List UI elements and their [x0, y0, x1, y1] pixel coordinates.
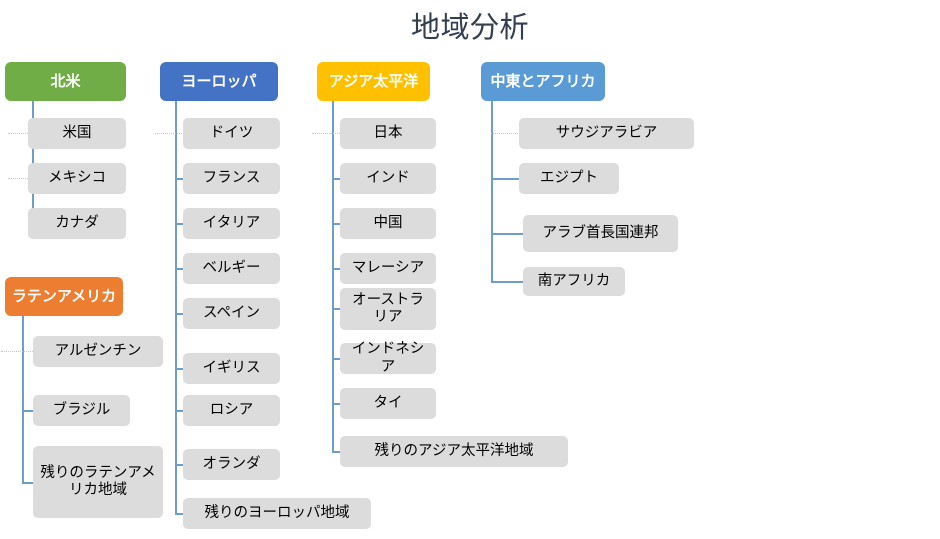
connector-elbow-la-3 — [22, 482, 33, 484]
connector-elbow-na-2b — [8, 178, 30, 179]
group-header-asia-pacific[interactable]: アジア太平洋 — [317, 62, 430, 101]
connector-elbow-la-1 — [1, 351, 33, 352]
connector-elbow-mea-2 — [491, 178, 521, 180]
connector-elbow-la-2 — [22, 410, 36, 412]
connector-elbow-mea-1 — [491, 133, 524, 134]
connector-spine-middle-east-africa — [491, 101, 493, 281]
connector-elbow-ap-8 — [332, 451, 346, 453]
node-asia-pacific-7[interactable]: 残りのアジア太平洋地域 — [340, 436, 568, 467]
connector-elbow-mea-4 — [491, 281, 524, 283]
node-latin-america-0[interactable]: アルゼンチン — [33, 336, 163, 367]
connector-elbow-eu-1 — [155, 133, 188, 134]
connector-elbow-ap-3 — [332, 223, 346, 225]
node-europe-4[interactable]: スペイン — [183, 298, 280, 329]
connector-elbow-ap-1 — [312, 133, 344, 134]
node-europe-3[interactable]: ベルギー — [183, 253, 280, 284]
node-asia-pacific-6[interactable]: タイ — [340, 388, 436, 419]
group-header-north-america[interactable]: 北米 — [5, 62, 126, 101]
connector-spine-latin-america — [22, 316, 24, 483]
group-header-europe[interactable]: ヨーロッパ — [160, 62, 278, 101]
node-middle-east-africa-0[interactable]: サウジアラビア — [519, 118, 694, 149]
node-asia-pacific-2[interactable]: 中国 — [340, 208, 436, 239]
node-asia-pacific-5[interactable]: インドネシア — [340, 341, 436, 375]
connector-elbow-eu-4 — [175, 268, 190, 270]
connector-elbow-na-1 — [8, 133, 30, 134]
node-asia-pacific-4[interactable]: オーストラリア — [340, 288, 436, 330]
node-north-america-0[interactable]: 米国 — [28, 118, 126, 149]
node-north-america-1[interactable]: メキシコ — [28, 163, 126, 194]
node-europe-5[interactable]: イギリス — [183, 353, 280, 384]
node-asia-pacific-3[interactable]: マレーシア — [340, 253, 436, 284]
node-middle-east-africa-2[interactable]: アラブ首長国連邦 — [523, 215, 678, 252]
node-middle-east-africa-1[interactable]: エジプト — [519, 163, 619, 194]
node-europe-6[interactable]: ロシア — [183, 395, 280, 426]
node-europe-1[interactable]: フランス — [183, 163, 280, 194]
group-header-latin-america[interactable]: ラテンアメリカ — [5, 277, 123, 316]
connector-elbow-eu-7 — [175, 410, 190, 412]
connector-elbow-ap-6 — [332, 358, 346, 360]
node-europe-0[interactable]: ドイツ — [183, 118, 280, 149]
node-europe-8[interactable]: 残りのヨーロッパ地域 — [183, 498, 371, 529]
connector-elbow-mea-3 — [491, 233, 525, 235]
node-middle-east-africa-3[interactable]: 南アフリカ — [523, 267, 625, 296]
connector-elbow-ap-7 — [332, 403, 346, 405]
connector-elbow-eu-3 — [175, 223, 190, 225]
connector-elbow-eu-8 — [175, 464, 190, 466]
page-title: 地域分析 — [410, 12, 529, 44]
node-latin-america-2[interactable]: 残りのラテンアメリカ地域 — [33, 446, 163, 518]
connector-spine-europe — [175, 101, 177, 514]
connector-elbow-eu-2 — [175, 178, 190, 180]
node-europe-2[interactable]: イタリア — [183, 208, 280, 239]
connector-elbow-ap-4 — [332, 268, 346, 270]
connector-spine-asia-pacific — [332, 101, 334, 452]
connector-elbow-eu-9 — [175, 513, 190, 515]
node-latin-america-1[interactable]: ブラジル — [33, 395, 130, 426]
connector-elbow-ap-2 — [332, 178, 346, 180]
node-asia-pacific-1[interactable]: インド — [340, 163, 436, 194]
group-header-middle-east-africa[interactable]: 中東とアフリカ — [481, 62, 605, 101]
connector-elbow-eu-5 — [175, 313, 190, 315]
connector-elbow-ap-5 — [332, 308, 346, 310]
node-asia-pacific-0[interactable]: 日本 — [340, 118, 436, 149]
node-north-america-2[interactable]: カナダ — [28, 208, 126, 239]
connector-elbow-eu-6 — [175, 368, 190, 370]
node-europe-7[interactable]: オランダ — [183, 449, 280, 480]
